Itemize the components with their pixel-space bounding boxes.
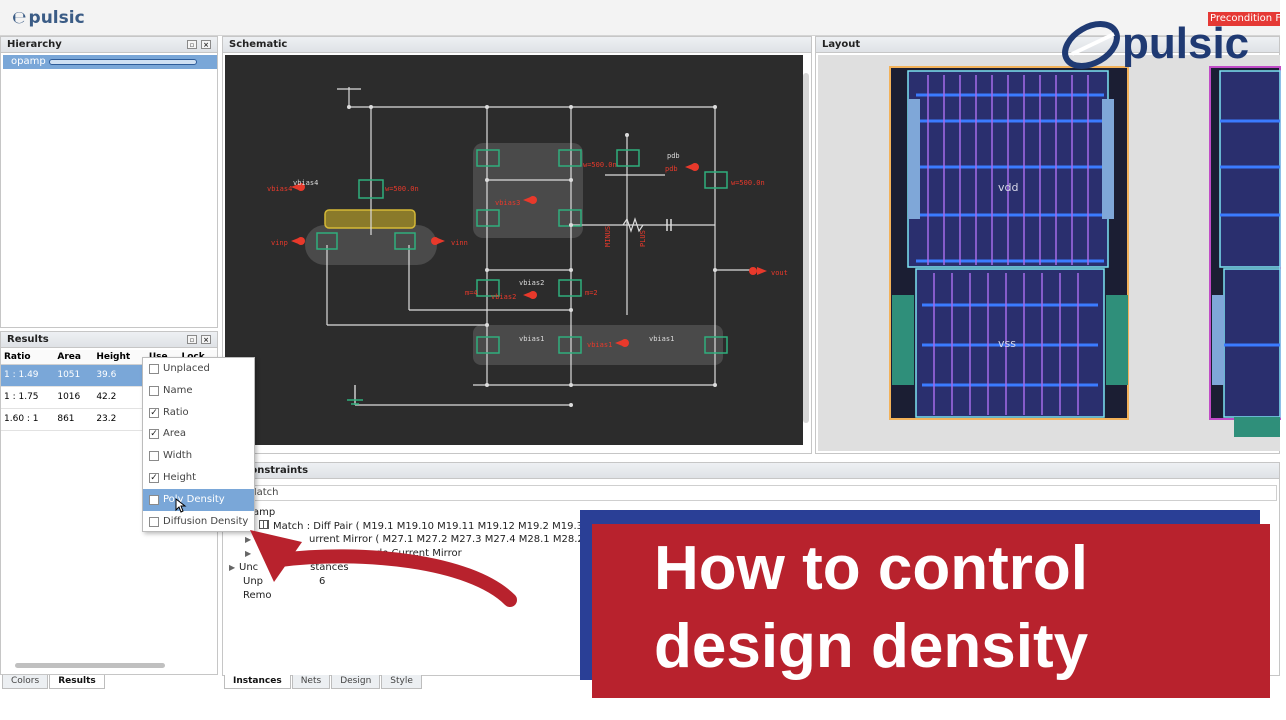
tab-instances[interactable]: Instances [224, 675, 291, 689]
constraints-header: Constraints [223, 463, 1279, 479]
pulsic-brand-logo: pulsic [1058, 14, 1270, 76]
column-header-ratio[interactable]: Ratio [1, 350, 55, 365]
layout-header: Layout [816, 37, 1279, 53]
menu-item-name[interactable]: Name [143, 380, 254, 402]
expand-triangle-icon[interactable]: ▶ [245, 549, 252, 558]
tree-item-current-mirror[interactable]: ▶urrent Mirror ( M27.1 M27.2 M27.3 M27.4… [245, 534, 584, 545]
device-param: m=4 [465, 289, 478, 297]
menu-item-poly-density[interactable]: Poly Density [143, 488, 254, 511]
tree-item-removed[interactable]: Remo [243, 590, 272, 601]
constraint-filter-input[interactable]: Match [243, 485, 1277, 501]
mouse-cursor-icon [175, 497, 187, 513]
net-label-vbias1-right: vbias1 [649, 335, 674, 343]
pulsic-logo-icon: ℮ [12, 8, 27, 28]
net-label-vbias4-wire: vbias4 [293, 179, 318, 187]
brand-wordmark: pulsic [1122, 19, 1250, 68]
net-label-vinn: vinn [451, 239, 468, 247]
hierarchy-item-opamp[interactable]: opamp [3, 55, 217, 69]
close-icon[interactable]: × [201, 40, 211, 49]
tree-root-amp[interactable]: amp [253, 507, 276, 518]
menu-item-unplaced[interactable]: Unplaced [143, 358, 254, 380]
device-param: m=2 [585, 289, 598, 297]
checkbox-checked[interactable]: ✓ [149, 472, 159, 483]
checkbox-checked[interactable]: ✓ [149, 429, 159, 440]
menu-item-diffusion-density[interactable]: Diffusion Density [143, 511, 254, 533]
checkbox[interactable] [149, 451, 159, 462]
layout-canvas[interactable]: vdd vss [818, 55, 1281, 451]
menu-item-height[interactable]: ✓Height [149, 471, 197, 483]
vertical-scrollbar[interactable] [803, 73, 809, 423]
menu-item-area[interactable]: ✓Area [149, 428, 187, 440]
tree-item-cascode[interactable]: ▶scode Current Mirror [245, 548, 462, 559]
left-tab-bar: Colors Results [2, 675, 106, 689]
restore-icon[interactable]: ▫ [187, 40, 197, 49]
net-label-vinp: vinp [271, 239, 288, 247]
tab-design[interactable]: Design [331, 675, 381, 689]
checkbox[interactable] [149, 364, 159, 374]
horizontal-scrollbar[interactable] [15, 663, 165, 668]
layout-label-vss: vss [998, 337, 1016, 350]
curved-arrow-icon [250, 530, 517, 607]
layout-label-vdd: vdd [998, 181, 1018, 194]
checkbox-checked[interactable]: ✓ [149, 407, 159, 418]
net-label-vbias1: vbias1 [587, 341, 612, 349]
tab-results[interactable]: Results [49, 675, 105, 689]
net-label-vbias2: vbias2 [491, 293, 516, 301]
device-param: w=500.0n [731, 179, 765, 187]
restore-icon[interactable]: ▫ [187, 335, 197, 344]
bottom-tab-bar: Instances Nets Design Style [224, 675, 423, 689]
schematic-header: Schematic [223, 37, 811, 53]
net-label-vout: vout [771, 269, 788, 277]
net-label-vbias3: vbias3 [495, 199, 520, 207]
pulsic-swoosh-icon [1062, 21, 1120, 69]
schematic-panel: Schematic [222, 36, 812, 454]
net-label-pdb: pdb [665, 165, 678, 173]
hierarchy-header: Hierarchy ▫ × [1, 37, 217, 53]
device-param: w=500.0n [583, 161, 617, 169]
hierarchy-panel: Hierarchy ▫ × opamp [0, 36, 218, 328]
match-grid-icon [259, 520, 269, 529]
label-plus: PLUS [639, 230, 647, 247]
net-label-vbias2-wire: vbias2 [519, 279, 544, 287]
tab-style[interactable]: Style [381, 675, 422, 689]
schematic-canvas[interactable]: vbias4 vinp vinn vbias3 vbias2 vbias1 pd… [225, 55, 803, 445]
title-line-1: How to control [654, 534, 1088, 603]
net-label-vbias4: vbias4 [267, 185, 292, 193]
tab-nets[interactable]: Nets [291, 675, 331, 689]
menu-item-width[interactable]: Width [143, 445, 254, 467]
expand-triangle-icon[interactable]: ▶ [245, 535, 252, 544]
expand-triangle-icon[interactable]: ▶ [229, 563, 236, 572]
net-label-pdb-wire: pdb [667, 152, 680, 160]
label-minus: MINUS [604, 226, 612, 247]
column-header-area[interactable]: Area [54, 350, 94, 365]
title-line-2: design density [654, 612, 1089, 681]
app-logo: ℮pulsic [12, 8, 85, 28]
title-card: How to control design density [592, 524, 1270, 698]
checkbox[interactable] [149, 385, 159, 396]
layout-panel: Layout vdd vss [815, 36, 1281, 454]
tab-colors[interactable]: Colors [2, 675, 49, 689]
column-header-height[interactable]: Height [93, 350, 146, 365]
net-label-vbias1-wire: vbias1 [519, 335, 544, 343]
precondition-badge[interactable]: Precondition Fa [1208, 12, 1286, 26]
device-param: w=500.0n [385, 185, 419, 193]
close-icon[interactable]: × [201, 335, 211, 344]
results-header: Results ▫ × [1, 332, 217, 348]
progress-bar [49, 59, 197, 65]
column-context-menu: Unplaced Name ✓Ratio ✓Area Width ✓Height… [142, 357, 255, 532]
top-bar: ℮pulsic Precondition Fa [0, 0, 1286, 36]
checkbox[interactable] [149, 494, 159, 505]
checkbox[interactable] [149, 516, 159, 527]
tree-item-diff-pair[interactable]: Match : Diff Pair ( M19.1 M19.10 M19.11 … [259, 520, 601, 532]
menu-item-ratio[interactable]: ✓Ratio [149, 406, 189, 418]
